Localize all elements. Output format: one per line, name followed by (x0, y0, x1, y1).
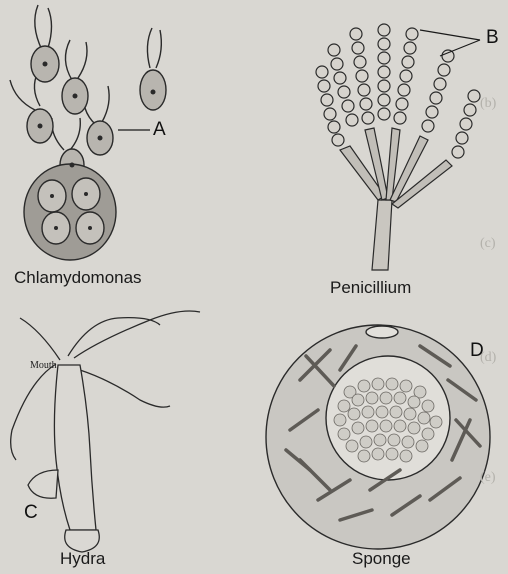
hydra-bud (28, 470, 58, 498)
pointer-line-b (420, 30, 480, 40)
label-hydra: Hydra (60, 549, 105, 569)
label-sponge: Sponge (352, 549, 411, 569)
conidiophore-stalk (372, 200, 392, 270)
chlamydomonas-mother-cell (24, 164, 116, 260)
sponge-osculum (366, 326, 398, 338)
bleed-text: (c) (480, 236, 496, 252)
label-chlamydomonas: Chlamydomonas (14, 268, 142, 288)
hydra-body (54, 365, 96, 530)
bleed-text: (b) (480, 96, 496, 112)
chlamydomonas-drawing (10, 5, 166, 260)
label-mouth: Mouth (30, 360, 57, 371)
sponge-drawing (266, 325, 490, 549)
label-penicillium: Penicillium (330, 278, 411, 298)
pointer-line-b2 (440, 40, 480, 56)
hydra-tentacles (11, 311, 200, 460)
penicillium-drawing (316, 24, 480, 270)
hydra-drawing (11, 311, 200, 552)
bleed-text: (e) (480, 470, 496, 486)
label-letter-b: B (486, 27, 499, 49)
label-letter-d: D (470, 340, 484, 362)
label-letter-a: A (153, 119, 166, 141)
label-letter-c: C (24, 502, 38, 524)
metulae (340, 128, 452, 208)
